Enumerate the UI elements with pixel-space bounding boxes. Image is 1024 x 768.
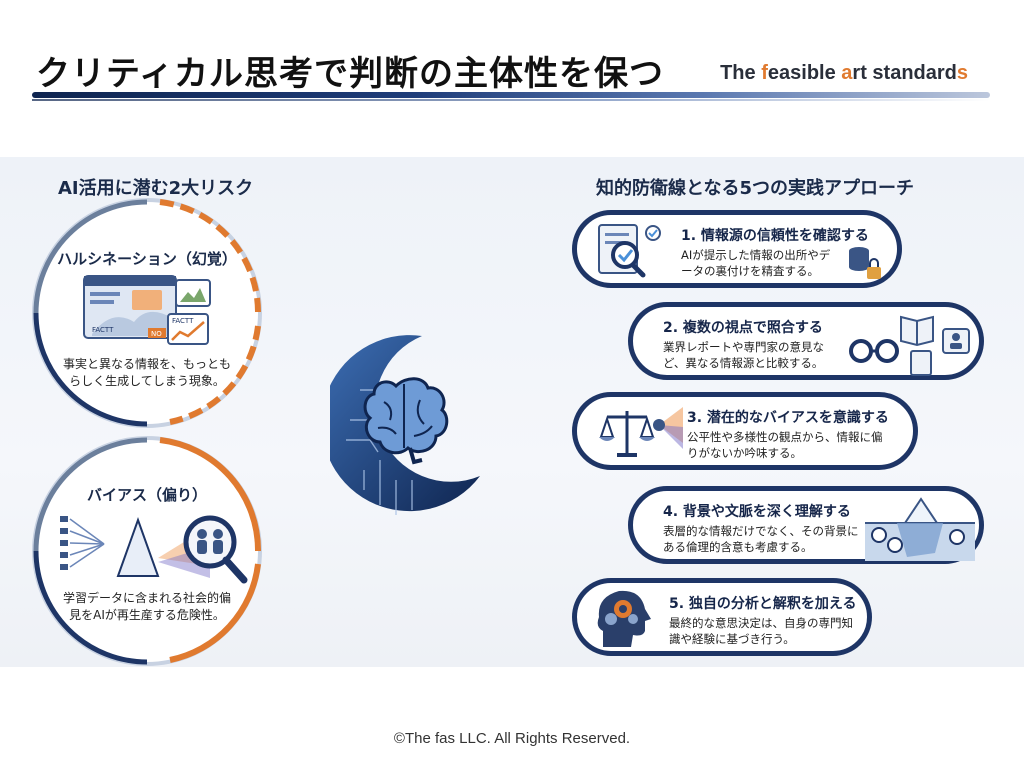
step-title: 3. 潜在的なバイアスを意識する <box>687 410 889 426</box>
brand-part: rt standard <box>852 62 957 84</box>
brand-part: easible <box>767 62 842 84</box>
risk-card-hallucination: ハルシネーション（幻覚） FACTT FACTT NO 事実と異なる情報を、もっ… <box>33 199 262 427</box>
risk-title: バイアス（偏り） <box>86 486 207 504</box>
step-desc: 業界レポートや専門家の意見など、異なる情報源と比較する。 <box>663 340 824 370</box>
step-title: 5. 独自の分析と解釈を加える <box>669 596 857 612</box>
step-title: 1. 情報源の信頼性を確認する <box>681 228 869 244</box>
step-desc: 表層的な情報だけでなく、その背景にある倫理的含意も考慮する。 <box>663 524 859 554</box>
brand-logo: The feasible art standards <box>720 62 968 85</box>
brand-part-accent: f <box>761 62 768 84</box>
approach-step-3: 3. 潜在的なバイアスを意識する 公平性や多様性の観点から、情報に偏りがないか吟… <box>572 392 918 470</box>
risk-desc: 学習データに含まれる社会的偏見をAIが再生産する危険性。 <box>62 591 231 622</box>
approach-step-1: 1. 情報源の信頼性を確認する AIが提示した情報の出所やデータの裏付けを精査す… <box>572 210 902 288</box>
step-desc: 最終的な意思決定は、自身の専門知識や経験に基づき行う。 <box>669 616 853 646</box>
head-gears-icon <box>597 590 651 647</box>
document-magnifier-icon <box>598 224 661 278</box>
page-title: クリティカル思考で判断の主体性を保つ <box>36 54 664 94</box>
hallucination-screen-icon: FACTT FACTT NO <box>83 275 211 345</box>
fact-label: FACTT <box>172 317 194 325</box>
brain-crescent-icon <box>330 335 480 515</box>
fact-label: FACTT <box>92 326 114 334</box>
approach-step-4: 4. 背景や文脈を深く理解する 表層的な情報だけでなく、その背景にある倫理的含意… <box>628 486 984 564</box>
no-label: NO <box>151 330 162 338</box>
step-desc: AIが提示した情報の出所やデータの裏付けを精査する。 <box>681 248 831 278</box>
glasses-book-icon <box>849 315 970 376</box>
brand-part-accent: s <box>956 62 968 84</box>
database-lock-icon <box>849 247 881 279</box>
brand-part: The <box>720 62 762 84</box>
approach-step-5: 5. 独自の分析と解釈を加える 最終的な意思決定は、自身の専門知識や経験に基づき… <box>572 578 872 656</box>
risk-desc: 事実と異なる情報を、もっともらしく生成してしまう現象。 <box>62 357 231 388</box>
step-title: 2. 複数の視点で照合する <box>663 320 823 336</box>
iceberg-icon <box>865 497 975 561</box>
title-underline-thin <box>32 99 990 101</box>
risk-card-bias: バイアス（偏り） 学習データに含まれる社会的偏見をAIが再生産する危険性。 <box>33 437 262 665</box>
prism-magnifier-icon <box>60 515 248 584</box>
approach-step-2: 2. 複数の視点で照合する 業界レポートや専門家の意見など、異なる情報源と比較す… <box>628 302 984 380</box>
copyright: ©The fas LLC. All Rights Reserved. <box>393 730 631 747</box>
risk-ring <box>33 199 262 427</box>
title-underline <box>32 92 990 98</box>
risk-title: ハルシネーション（幻覚） <box>57 250 237 268</box>
approaches-heading: 知的防衛線となる5つの実践アプローチ <box>596 178 914 199</box>
brand-part-accent: a <box>841 62 853 84</box>
step-title: 4. 背景や文脈を深く理解する <box>663 504 851 520</box>
risk-ring <box>33 437 262 665</box>
scale-prism-icon <box>599 407 683 457</box>
risks-heading: AI活用に潜む2大リスク <box>58 178 254 199</box>
step-desc: 公平性や多様性の観点から、情報に偏りがないか吟味する。 <box>687 430 883 460</box>
